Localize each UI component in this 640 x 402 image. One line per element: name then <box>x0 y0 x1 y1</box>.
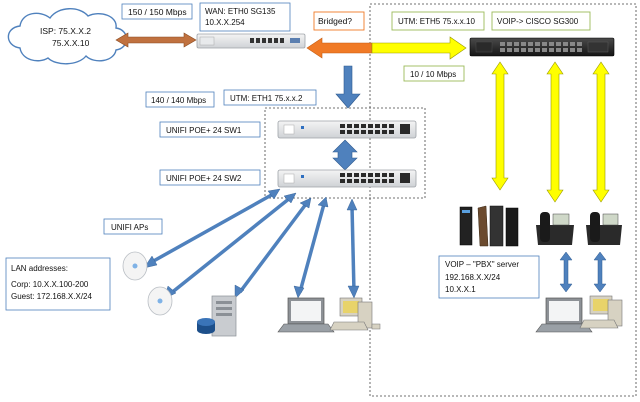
wan-to-sw1-arrow <box>335 65 361 109</box>
lan-speed-label: 140 / 140 Mbps <box>151 96 206 105</box>
voip-region <box>369 3 637 397</box>
lan-region <box>264 107 426 199</box>
utm-eth5-label: UTM: ETH5 75.x.x.10 <box>398 17 475 26</box>
bridged-label: Bridged? <box>318 16 352 26</box>
bridge-arrow-orange <box>306 37 373 59</box>
utm-eth1-label: UTM: ETH1 75.x.x.2 <box>230 94 303 103</box>
aps-label: UNIFI APs <box>111 223 148 232</box>
voip-server-subnet: 192.168.X.X/24 <box>445 273 501 282</box>
sw2-label: UNIFI POE+ 24 SW2 <box>166 174 242 183</box>
voip-desktop-pc-icon <box>579 295 623 329</box>
smart-speaker-icon <box>197 318 215 334</box>
sg135-firewall-icon <box>196 33 306 49</box>
isp-ip2: 75.X.X.10 <box>52 38 90 48</box>
wan-speed-label: 150 / 150 Mbps <box>128 7 187 17</box>
wan-label: WAN: ETH0 SG135 <box>205 7 276 16</box>
voip-laptop-icon <box>535 297 593 333</box>
voip-server-title: VOIP – "PBX" server <box>445 260 519 269</box>
unifi-sw1-icon <box>277 120 417 139</box>
pbx-server-icon <box>459 205 519 247</box>
sw1-sw2-arrow <box>332 139 358 171</box>
lan-corp: Corp: 10.X.X.100-200 <box>11 280 89 289</box>
wan-ip: 10.X.X.254 <box>205 18 245 27</box>
ip-phone-icon <box>586 212 622 245</box>
yellow-arrows <box>491 61 610 203</box>
voip-device-arrows <box>559 251 607 293</box>
desktop-pc-icon <box>329 297 381 331</box>
isp-wan-arrow <box>115 32 197 48</box>
laptop-icon <box>277 297 335 333</box>
cisco-sg300-switch-icon <box>469 37 615 57</box>
sw1-label: UNIFI POE+ 24 SW1 <box>166 126 242 135</box>
voip-speed-label: 10 / 10 Mbps <box>410 70 456 79</box>
lan-device-arrows <box>149 191 356 296</box>
voip-switch-label: VOIP-> CISCO SG300 <box>497 17 579 26</box>
isp-cloud: ISP: 75.X.X.2 75.X.X.10 <box>7 8 128 65</box>
lan-guest: Guest: 172.168.X.X/24 <box>11 292 92 301</box>
server-tower-icon <box>211 295 237 337</box>
access-point-icon <box>147 286 173 316</box>
unifi-sw2-icon <box>277 169 417 188</box>
isp-label: ISP: 75.X.X.2 <box>40 26 91 36</box>
bridge-arrow-yellow <box>371 36 467 60</box>
access-point-icon <box>122 251 148 281</box>
voip-server-gateway: 10.X.X.1 <box>445 285 476 294</box>
ip-phone-icon <box>536 212 574 245</box>
lan-addresses-title: LAN addresses: <box>11 264 68 273</box>
